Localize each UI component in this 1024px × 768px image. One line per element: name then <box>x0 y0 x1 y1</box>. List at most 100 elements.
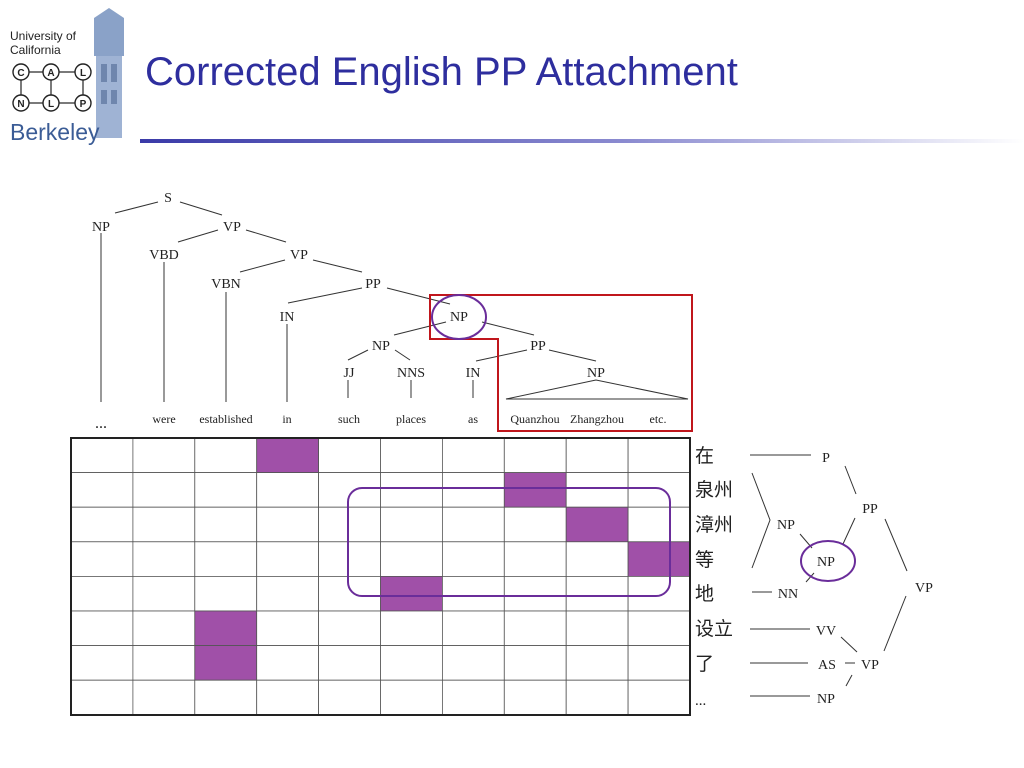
alignment-cell <box>132 541 196 577</box>
alignment-cell <box>503 576 567 612</box>
alignment-cell <box>70 472 134 508</box>
alignment-cell <box>565 437 629 473</box>
tree-node-np-attach: NP <box>450 310 468 325</box>
logo-letter-l2: L <box>48 99 54 110</box>
alignment-cell <box>256 541 320 577</box>
alignment-cell <box>256 645 320 681</box>
english-word: Zhangzhou <box>570 412 624 426</box>
chinese-word: 在 <box>695 445 714 467</box>
alignment-cell <box>318 472 381 508</box>
alignment-cell <box>256 679 320 716</box>
alignment-cell <box>318 679 381 716</box>
alignment-cell <box>503 437 567 473</box>
alignment-cell-filled <box>256 437 320 473</box>
english-word: as <box>468 412 478 426</box>
alignment-cell <box>441 576 505 612</box>
alignment-cell <box>441 472 505 508</box>
alignment-cell-filled <box>380 576 443 612</box>
logo-letter-c: C <box>17 68 24 79</box>
alignment-cell <box>565 541 629 577</box>
campanile-icon <box>94 8 124 138</box>
logo-letter-p: P <box>80 99 87 110</box>
alignment-cell <box>627 506 691 543</box>
alignment-cell <box>441 610 505 646</box>
chinese-word: ... <box>695 693 706 709</box>
logo-letter-a: A <box>47 68 54 79</box>
alignment-cell <box>132 472 196 508</box>
alignment-cell <box>318 610 381 646</box>
tree-node-pp: PP <box>365 277 381 292</box>
alignment-cell <box>256 472 320 508</box>
zh-node-vv: VV <box>816 624 836 639</box>
alignment-cell <box>503 610 567 646</box>
alignment-cell <box>70 576 134 612</box>
alignment-cell <box>194 576 258 612</box>
zh-node-np-circled: NP <box>817 555 835 570</box>
alignment-cell-filled <box>194 645 258 681</box>
alignment-cell <box>380 541 443 577</box>
alignment-cell <box>70 437 134 473</box>
alignment-cell <box>565 472 629 508</box>
zh-node-pp: PP <box>862 502 878 517</box>
english-word: places <box>396 412 426 426</box>
tree-node-nns: NNS <box>397 366 425 381</box>
alignment-cell <box>318 541 381 577</box>
alignment-cell <box>565 576 629 612</box>
alignment-cell <box>70 645 134 681</box>
chinese-word: 了 <box>695 653 714 675</box>
alignment-cell <box>70 541 134 577</box>
alignment-cell <box>627 645 691 681</box>
english-tree-nodes: S NP VP VBD VP VBN PP IN NP NP PP JJ NNS… <box>92 191 605 381</box>
tree-node-vp: VP <box>223 220 241 235</box>
alignment-cell <box>70 610 134 646</box>
alignment-cell <box>132 506 196 543</box>
english-word: established <box>199 412 252 426</box>
tree-node-np: NP <box>587 366 605 381</box>
english-word: were <box>152 412 175 426</box>
logo-name: Berkeley <box>10 119 100 145</box>
english-words: ... were established in such places as Q… <box>95 412 667 432</box>
tree-node-s: S <box>164 191 172 206</box>
attachment-highlight-box <box>429 294 693 432</box>
alignment-cell <box>256 576 320 612</box>
logo-graph <box>20 71 84 104</box>
zh-node-nn: NN <box>778 587 798 602</box>
alignment-cell-filled <box>194 610 258 646</box>
chinese-word: 等 <box>695 549 714 571</box>
tree-node-pp: PP <box>530 339 546 354</box>
tree-node-np: NP <box>92 220 110 235</box>
alignment-cell <box>441 645 505 681</box>
tree-node-jj: JJ <box>344 366 355 381</box>
alignment-cell <box>256 610 320 646</box>
chinese-word: 地 <box>695 583 714 605</box>
chinese-tree-edges <box>750 454 908 697</box>
zh-node-vp: VP <box>915 581 933 596</box>
alignment-cell <box>503 645 567 681</box>
alignment-cell <box>380 610 443 646</box>
alignment-cell <box>132 645 196 681</box>
alignment-cell <box>194 679 258 716</box>
alignment-cell <box>318 506 381 543</box>
np-highlight-circle <box>431 294 487 340</box>
tree-node-vbd: VBD <box>149 248 179 263</box>
alignment-cell <box>380 437 443 473</box>
english-word: Quanzhou <box>510 412 559 426</box>
alignment-cell <box>441 679 505 716</box>
alignment-cell <box>627 472 691 508</box>
logo-letter-n: N <box>17 99 24 110</box>
tree-node-in: IN <box>280 310 295 325</box>
zh-node-as: AS <box>818 658 836 673</box>
alignment-cell <box>318 437 381 473</box>
alignment-cell <box>132 610 196 646</box>
alignment-cell <box>627 437 691 473</box>
alignment-cell <box>441 437 505 473</box>
uc-berkeley-calnlp-logo: University of California C A L N L P Ber… <box>10 8 124 145</box>
alignment-cell <box>380 679 443 716</box>
tree-node-vp: VP <box>290 248 308 263</box>
alignment-cell <box>441 506 505 543</box>
alignment-cell <box>194 437 258 473</box>
alignment-cell <box>627 679 691 716</box>
alignment-cell <box>627 610 691 646</box>
alignment-cell <box>380 472 443 508</box>
